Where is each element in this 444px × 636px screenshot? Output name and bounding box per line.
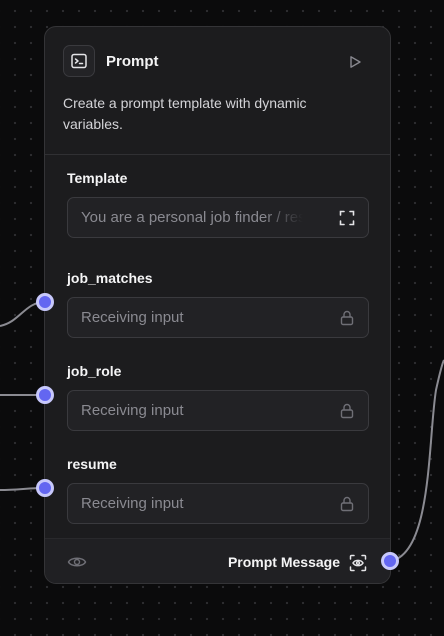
eye-icon[interactable] [67, 554, 87, 570]
scan-eye-icon[interactable] [348, 553, 368, 573]
template-label: Template [67, 170, 128, 186]
resume-field: Receiving input [67, 483, 369, 524]
run-button[interactable] [344, 51, 366, 73]
lock-icon [340, 403, 354, 419]
job-role-placeholder: Receiving input [81, 402, 184, 419]
job-matches-label: job_matches [67, 270, 153, 286]
job-role-field: Receiving input [67, 390, 369, 431]
job-role-label: job_role [67, 363, 122, 379]
job-role-input-handle[interactable] [36, 386, 54, 404]
expand-icon[interactable] [338, 209, 356, 227]
job-matches-placeholder: Receiving input [81, 309, 184, 326]
header-divider [45, 154, 390, 155]
resume-placeholder: Receiving input [81, 495, 184, 512]
job-matches-input-handle[interactable] [36, 293, 54, 311]
node-title: Prompt [106, 53, 159, 70]
job-matches-field: Receiving input [67, 297, 369, 338]
node-header: Prompt Create a prompt template with dyn… [45, 27, 390, 154]
prompt-node[interactable]: Prompt Create a prompt template with dyn… [44, 26, 391, 584]
play-icon [350, 56, 361, 68]
resume-label: resume [67, 456, 117, 472]
template-field[interactable]: You are a personal job finder / resume [67, 197, 369, 238]
terminal-icon [63, 45, 95, 77]
edge-prompt-message[interactable] [389, 359, 444, 562]
prompt-message-output-handle[interactable] [381, 552, 399, 570]
template-value: You are a personal job finder / resume [81, 209, 303, 226]
lock-icon [340, 310, 354, 326]
output-label: Prompt Message [227, 554, 340, 570]
node-footer: Prompt Message [45, 538, 390, 583]
resume-input-handle[interactable] [36, 479, 54, 497]
node-description: Create a prompt template with dynamic va… [63, 95, 307, 132]
lock-icon [340, 496, 354, 512]
